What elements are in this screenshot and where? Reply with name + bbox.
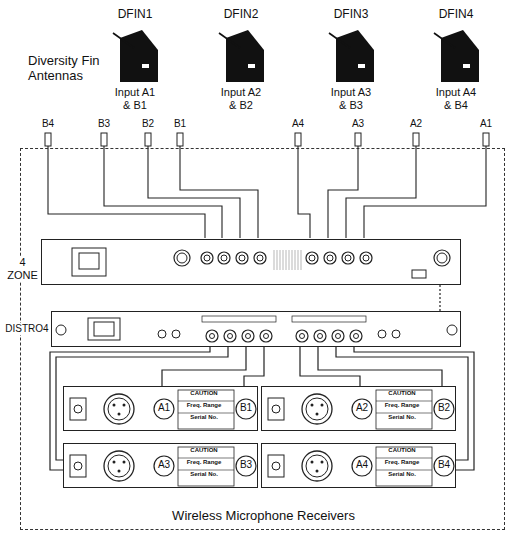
fin-antenna: DFIN1Input A1 & B1 — [112, 28, 158, 82]
antenna-art — [328, 28, 374, 82]
cable-label: A2 — [405, 118, 427, 130]
node-label: Input A1 & B1 — [113, 86, 157, 111]
panel-text: Serial No. — [376, 414, 428, 421]
node-label: B2 — [435, 402, 453, 414]
receiver-unit: A2 B2 — [261, 386, 456, 431]
antenna-art — [112, 28, 158, 82]
cable-label: B2 — [137, 118, 159, 130]
receiver-unit: A3 B3 — [63, 443, 258, 488]
panel-text: CAUTION — [178, 390, 230, 397]
distro-art — [52, 312, 462, 348]
node-label: Input A4 & B4 — [434, 86, 478, 111]
cable-label: A1 — [475, 118, 497, 130]
cable-label: B4 — [37, 118, 59, 130]
zone-combiner: 4 ZONE — [41, 239, 461, 285]
panel-text: Freq. Range — [178, 459, 230, 466]
cable-label: A4 — [287, 118, 309, 130]
node-label: Input A3 & B3 — [329, 86, 373, 111]
node-label: B4 — [435, 459, 453, 471]
panel-text: CAUTION — [376, 390, 428, 397]
antenna-art — [433, 28, 479, 82]
group-label: Diversity Fin Antennas — [28, 54, 110, 84]
rack-enclosure: Wireless Microphone Receivers 4 ZONE DISTR… — [20, 148, 505, 530]
node-label: B1 — [237, 402, 255, 414]
node-label: A2 — [353, 402, 371, 414]
fin-antenna: DFIN3Input A3 & B3 — [328, 28, 374, 82]
node-label: A4 — [353, 459, 371, 471]
cable-label: B1 — [169, 118, 191, 130]
node-title: Wireless Microphone Receivers — [21, 509, 506, 524]
rack-art — [42, 240, 462, 286]
receiver-unit: A4 B4 — [261, 443, 456, 488]
rf-cable — [244, 347, 264, 386]
node-title: DFIN3 — [316, 8, 386, 22]
node-label: Input A2 & B2 — [219, 86, 263, 111]
panel-text: CAUTION — [178, 447, 230, 454]
node-label: B3 — [237, 459, 255, 471]
fin-antenna: DFIN2Input A2 & B2 — [218, 28, 264, 82]
node-label: A1 — [155, 402, 173, 414]
node-title: DFIN2 — [206, 8, 276, 22]
cable-label: B3 — [93, 118, 115, 130]
node-title: DFIN1 — [100, 8, 170, 22]
cable-label: A3 — [347, 118, 369, 130]
panel-text: Serial No. — [178, 471, 230, 478]
node-title: 4 ZONE — [4, 256, 41, 281]
rf-cable — [162, 347, 246, 386]
fin-antenna: DFIN4Input A4 & B4 — [433, 28, 479, 82]
panel-text: Freq. Range — [376, 459, 428, 466]
antenna-distributor: DISTRO4 — [51, 311, 461, 347]
panel-text: Freq. Range — [376, 402, 428, 409]
panel-text: CAUTION — [376, 447, 428, 454]
receiver-unit: A1 B1 — [63, 386, 258, 431]
rf-cable — [439, 285, 440, 311]
node-label: A3 — [155, 459, 173, 471]
panel-text: Serial No. — [178, 414, 230, 421]
node-title: DFIN4 — [421, 8, 491, 22]
panel-text: Serial No. — [376, 471, 428, 478]
node-title: DISTRO4 — [4, 323, 50, 335]
panel-text: Freq. Range — [178, 402, 230, 409]
rf-cable — [300, 347, 360, 386]
antenna-art — [218, 28, 264, 82]
